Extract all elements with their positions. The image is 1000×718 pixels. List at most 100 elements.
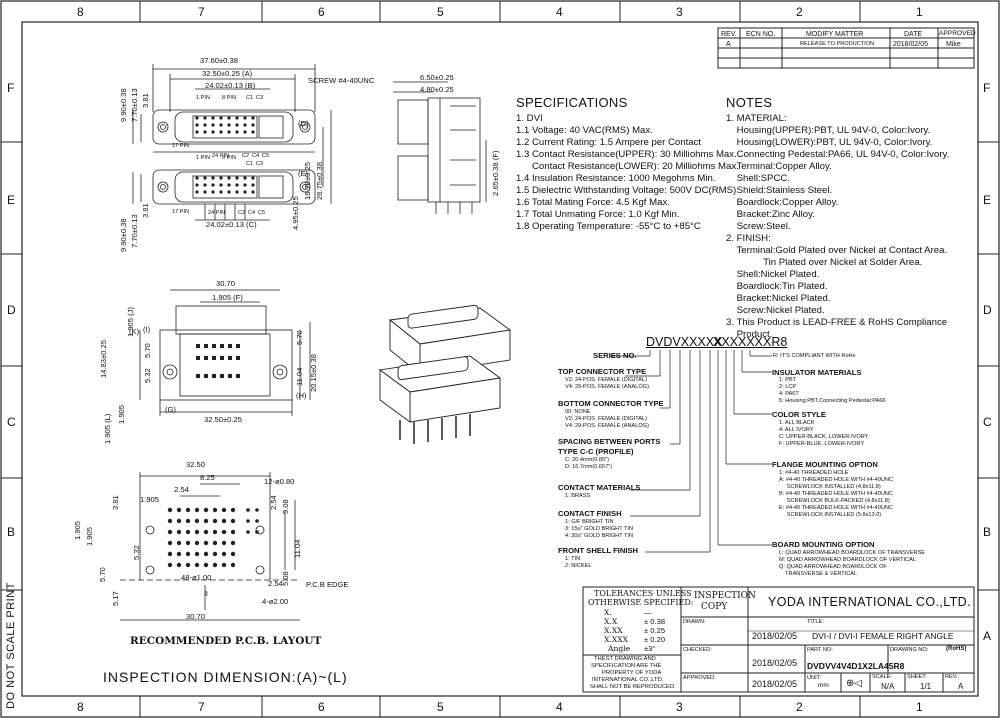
pin-contact bbox=[243, 130, 247, 134]
pin-contact bbox=[211, 123, 215, 127]
dimension-label: 11.04 bbox=[293, 539, 302, 558]
code-group-label: SPACING BETWEEN PORTS bbox=[558, 437, 661, 446]
code-option: 00: NONE bbox=[565, 409, 591, 415]
tolerance-value: ± 0.20 bbox=[644, 635, 666, 644]
pin-label: 24 PIN bbox=[208, 210, 226, 216]
code-option: Q: QUAD ARROWHEAD BOARDLOCK OF bbox=[779, 564, 887, 570]
zone-label-top: 4 bbox=[556, 5, 563, 19]
note-line: Screw:Nickel Plated. bbox=[726, 305, 825, 316]
dimension-label: 24.02±0.13 (C) bbox=[206, 220, 257, 229]
dimension-label: 32.50 bbox=[186, 460, 206, 469]
pcb-hole bbox=[212, 529, 218, 535]
tolerance-heading: OTHERWISE SPECIFIED: bbox=[588, 598, 694, 607]
pin-contact bbox=[203, 123, 207, 127]
drawing-no-label: DRAWING NO: bbox=[890, 647, 929, 653]
dimension-label: 5.70 bbox=[295, 330, 304, 345]
spec-line: 1.3 Contact Resistance(UPPER): 30 Millio… bbox=[516, 149, 737, 160]
checked-label: CHECKED: bbox=[683, 647, 712, 653]
code-option: V4: 29-POS. FEMALE (ANALOG) bbox=[565, 384, 649, 390]
zone-label-left: D bbox=[7, 303, 16, 317]
property-note: INTERNATIONAL CO.,LTD. bbox=[592, 677, 664, 683]
zone-label-bottom: 2 bbox=[796, 700, 803, 714]
property-note: SPECIFICATION ARE THE bbox=[591, 663, 662, 669]
pin-contact bbox=[195, 190, 199, 194]
title-label: TITLE: bbox=[807, 619, 824, 625]
zone-label-right: D bbox=[983, 303, 992, 317]
pin-contact bbox=[203, 190, 207, 194]
pin-contact bbox=[211, 183, 215, 187]
zone-label-top: 3 bbox=[676, 5, 683, 19]
tolerance-heading: TOLERANCES UNLESS bbox=[594, 589, 692, 598]
dimension-label: (D) bbox=[298, 119, 309, 128]
bottom-view-drawing bbox=[139, 289, 311, 416]
code-option: 1: G/F BRIGHT TIN bbox=[565, 519, 614, 525]
pcb-hole bbox=[194, 529, 200, 535]
pin-contact bbox=[243, 116, 247, 120]
pin-contact bbox=[235, 123, 239, 127]
notes-title: NOTES bbox=[726, 95, 773, 110]
zone-label-top: 5 bbox=[437, 5, 444, 19]
pin-contact bbox=[211, 176, 215, 180]
code-option: V4: 29-POS. FEMALE (ANALOG) bbox=[565, 423, 649, 429]
pin-contact bbox=[219, 190, 223, 194]
rev-header: ECN NO. bbox=[746, 31, 776, 38]
note-line: Shield:Stainless Steel. bbox=[726, 185, 833, 196]
pcb-hole bbox=[176, 518, 182, 524]
pcb-hole bbox=[167, 507, 173, 513]
dimension-label: (I) bbox=[143, 325, 151, 334]
scale-value: N/A bbox=[881, 682, 895, 691]
pin-contact bbox=[211, 130, 215, 134]
spec-line: 1.6 Total Mating Force: 4.5 Kgf Max. bbox=[516, 197, 670, 208]
rev-header: MODIFY MATTER bbox=[806, 31, 864, 38]
code-option: 1: BRASS bbox=[565, 493, 591, 499]
pin-label: 17 PIN bbox=[172, 143, 190, 149]
code-option: M: QUAD ARROWHEAD BOARDLOCK OF VERTICAL bbox=[779, 557, 916, 563]
zone-label-bottom: 4 bbox=[556, 700, 563, 714]
code-group-label: TYPE C-C (PROFILE) bbox=[558, 447, 634, 456]
pcb-hole bbox=[194, 540, 200, 546]
note-line: Bracket:Nickel Plated. bbox=[726, 293, 831, 304]
code-option: 1: PBT bbox=[779, 377, 797, 383]
spec-line: 1.5 Dielectric Withstanding Voltage: 500… bbox=[516, 185, 737, 196]
code-option: TRANSVERSE & VERTICAL bbox=[779, 571, 858, 577]
code-option: F: UPPER-BLUE, LOWER-IVORY bbox=[779, 441, 865, 447]
note-line: Product. bbox=[726, 329, 773, 340]
pcb-edge-label: P.C.B EDGE bbox=[306, 580, 349, 589]
zone-label-bottom: 6 bbox=[318, 700, 325, 714]
tolerance-format: X.XXX bbox=[604, 635, 629, 644]
code-option: SCREWLOCK INSTALLED (5.8x13.0) bbox=[779, 512, 882, 518]
unit-label: UNIT: bbox=[807, 675, 821, 681]
pin-label: C1 bbox=[246, 161, 254, 167]
pcb-hole bbox=[167, 562, 173, 568]
pcb-hole bbox=[246, 519, 250, 523]
part-number: DVDVV4V4D1X2LA45R8 bbox=[807, 661, 905, 671]
tolerance-format: Angle bbox=[608, 644, 631, 653]
approved-label: APPROVED: bbox=[683, 675, 716, 681]
tolerance-format: X.XX bbox=[604, 626, 623, 635]
pcb-layout-caption: RECOMMENDED P.C.B. LAYOUT bbox=[130, 635, 322, 647]
pin-contact bbox=[203, 176, 207, 180]
dimension-label: (K) bbox=[129, 327, 140, 336]
pcb-hole bbox=[203, 518, 209, 524]
zone-label-bottom: 5 bbox=[437, 700, 444, 714]
dimension-label: 5.08 bbox=[281, 499, 290, 514]
pin-contact bbox=[227, 183, 231, 187]
dimension-label: 1.905 bbox=[73, 520, 82, 540]
note-line: 2. FINISH: bbox=[726, 233, 771, 244]
code-option: A: #4-40 THREADED HOLE WITH #4-40UNC bbox=[779, 477, 893, 483]
code-group-label: CONTACT FINISH bbox=[558, 509, 622, 518]
drawn-label: DRAWN: bbox=[683, 619, 706, 625]
dimension-label: 6.50±0.25 bbox=[420, 73, 454, 82]
code-option: 2: NICKEL bbox=[565, 563, 592, 569]
pcb-hole bbox=[176, 529, 182, 535]
inspection-caption: INSPECTION DIMENSION:(A)~(L) bbox=[103, 669, 348, 685]
dimension-label: 7.70±0.13 bbox=[130, 88, 139, 122]
part-no-label: PART NO: bbox=[807, 647, 833, 653]
pcb-hole bbox=[194, 518, 200, 524]
note-line: Boardlock:Copper Alloy. bbox=[726, 197, 839, 208]
pcb-hole bbox=[212, 540, 218, 546]
scale-label: SCALE: bbox=[872, 674, 892, 680]
pcb-hole bbox=[221, 507, 227, 513]
pin-contact bbox=[195, 183, 199, 187]
dimension-label: 9.90±0.38 bbox=[119, 88, 128, 122]
